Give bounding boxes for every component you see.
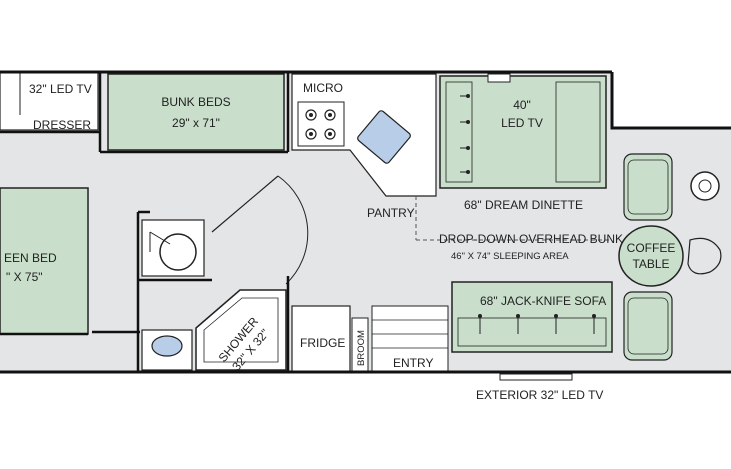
exterior-tv xyxy=(499,373,573,381)
jack-knife-sofa xyxy=(451,281,613,353)
dinette-tv-label-1: 40" xyxy=(513,98,531,112)
queen-bed-label-1: EEN BED xyxy=(4,251,57,265)
bunk-beds-label: BUNK BEDS xyxy=(161,95,230,109)
toilet-icon xyxy=(159,233,197,271)
coffee-table xyxy=(618,225,684,287)
burner-icon xyxy=(324,109,336,121)
shower xyxy=(195,289,287,371)
exterior-walls xyxy=(0,70,731,374)
dinette-label: 68" DREAM DINETTE xyxy=(464,198,583,212)
sofa-label: 68" JACK-KNIFE SOFA xyxy=(480,294,606,308)
coffee-table-label-2: TABLE xyxy=(632,257,669,271)
fridge-label: FRIDGE xyxy=(300,336,345,350)
coffee-table-label-1: COFFEE xyxy=(627,241,676,255)
door-swing xyxy=(211,175,279,233)
dream-dinette xyxy=(439,75,607,189)
dresser xyxy=(0,71,99,131)
dinette-tv-label-2: LED TV xyxy=(501,116,543,130)
stove xyxy=(297,101,345,147)
burner-icon xyxy=(305,128,317,140)
overhead-bunk-size: 46" X 74" SLEEPING AREA xyxy=(451,251,569,262)
dinette-tv xyxy=(487,73,511,83)
queen-bed xyxy=(0,187,89,335)
bedroom-tv-label: 32" LED TV xyxy=(29,82,92,96)
bunk-beds xyxy=(107,73,285,151)
entry-steps xyxy=(371,305,449,373)
entry-label: ENTRY xyxy=(393,356,433,370)
steering-wheel-icon xyxy=(690,171,720,201)
burner-icon xyxy=(324,128,336,140)
bunk-beds-size: 29" x 71" xyxy=(172,116,220,130)
cab-area: COFFEE TABLE xyxy=(612,128,731,372)
dresser-label: DRESSER xyxy=(33,118,91,132)
fridge xyxy=(291,305,351,373)
driver-seat xyxy=(623,153,673,221)
kitchen-sink xyxy=(357,110,411,164)
overhead-bunk-label: DROP-DOWN OVERHEAD BUNK xyxy=(439,232,623,246)
burner-icon xyxy=(305,109,317,121)
interior-walls xyxy=(0,72,290,372)
micro-label: MICRO xyxy=(303,81,343,95)
passenger-seat xyxy=(623,291,673,361)
queen-bed-label-2: " X 75" xyxy=(6,270,43,284)
exterior-tv-label: EXTERIOR 32" LED TV xyxy=(476,388,603,402)
broom-label: BROOM xyxy=(356,330,367,366)
pantry-label: PANTRY xyxy=(367,206,415,220)
